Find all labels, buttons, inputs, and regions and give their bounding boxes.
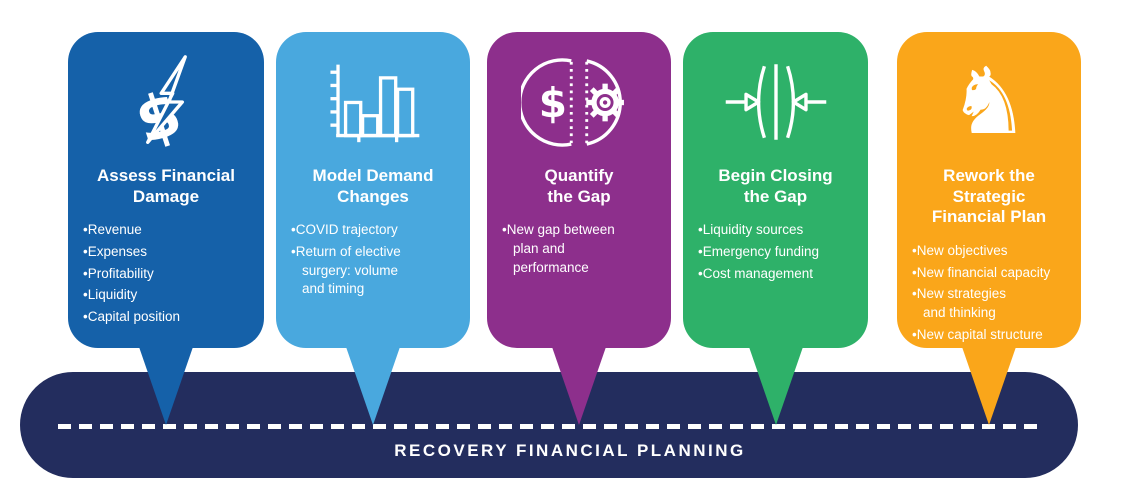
card-pointer xyxy=(138,344,194,425)
card-bullet-list: Revenue Expenses Profitability Liquidity… xyxy=(68,221,264,329)
timeline-dashed-line xyxy=(58,424,1042,429)
card-model-demand-changes: Model Demand Changes COVID trajectory Re… xyxy=(276,32,470,425)
card-assess-financial-damage: $ Assess Financial Damage Revenue Expens… xyxy=(68,32,264,425)
card-rework-strategic-financial-plan: ♞ Rework the Strategic Financial Plan Ne… xyxy=(897,32,1081,425)
card-begin-closing-the-gap: Begin Closing the Gap Liquidity sources … xyxy=(683,32,868,425)
bullet-item: Liquidity sources xyxy=(698,221,860,240)
bullet-item: Return of elective surgery: volume and t… xyxy=(291,243,462,299)
card-title: Rework the Strategic Financial Plan xyxy=(931,166,1047,227)
bullet-item: New objectives xyxy=(912,242,1073,261)
bullet-item: Profitability xyxy=(83,265,256,284)
bullet-item: Liquidity xyxy=(83,286,256,305)
bullet-item: New strategies and thinking xyxy=(912,285,1073,322)
card-title: Begin Closing the Gap xyxy=(718,166,833,206)
lightning-broken-dollar-icon: $ xyxy=(118,44,214,160)
converging-arrows-icon xyxy=(718,44,834,160)
svg-text:$: $ xyxy=(539,79,567,127)
bullet-item: Revenue xyxy=(83,221,256,240)
card-pointer xyxy=(747,344,804,425)
bullet-item: Emergency funding xyxy=(698,243,860,262)
timeline-label: RECOVERY FINANCIAL PLANNING xyxy=(394,441,746,460)
split-dollar-gear-icon: $ xyxy=(521,44,637,160)
card-bullet-list: Liquidity sources Emergency funding Cost… xyxy=(683,221,868,286)
card-pointer xyxy=(961,344,1017,425)
svg-text:$: $ xyxy=(127,78,190,152)
card-quantify-the-gap: $ Quantify the Gap New gap between plan … xyxy=(487,32,671,425)
bar-chart-icon xyxy=(321,44,425,160)
card-title: Quantify the Gap xyxy=(544,166,614,206)
card-bullet-list: COVID trajectory Return of elective surg… xyxy=(276,221,470,302)
bullet-item: COVID trajectory xyxy=(291,221,462,240)
card-title: Model Demand Changes xyxy=(312,166,434,206)
card-title: Assess Financial Damage xyxy=(97,166,235,206)
bullet-item: New gap between plan and performance xyxy=(502,221,663,277)
card-pointer xyxy=(551,344,607,425)
bullet-item: Cost management xyxy=(698,265,860,284)
chess-knight-icon: ♞ xyxy=(948,44,1030,160)
chess-knight-glyph: ♞ xyxy=(947,48,1031,155)
bullet-item: New financial capacity xyxy=(912,264,1073,283)
card-bullet-list: New gap between plan and performance xyxy=(487,221,671,280)
card-bullet-list: New objectives New financial capacity Ne… xyxy=(897,242,1081,347)
bullet-item: New capital structure xyxy=(912,326,1073,345)
bullet-item: Expenses xyxy=(83,243,256,262)
bullet-item: Capital position xyxy=(83,308,256,327)
card-pointer xyxy=(345,344,401,425)
